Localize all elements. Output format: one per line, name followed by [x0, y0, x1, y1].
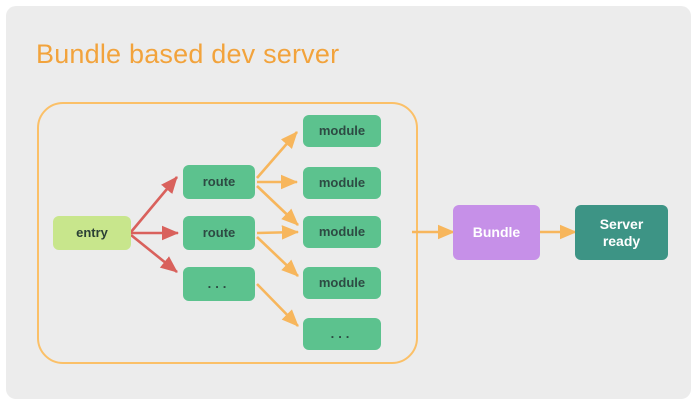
node-module-3[interactable]: module [303, 216, 381, 248]
node-route-1-label: route [202, 173, 236, 189]
node-module-3-label: module [318, 223, 366, 239]
node-route-1[interactable]: route [183, 165, 255, 199]
node-server-ready[interactable]: Server ready [575, 205, 668, 260]
node-module-4[interactable]: module [303, 267, 381, 299]
node-server-ready-label-line2: ready [602, 232, 641, 249]
node-entry[interactable]: entry [53, 216, 131, 250]
node-route-2[interactable]: route [183, 216, 255, 250]
node-entry-label: entry [76, 224, 108, 240]
node-module-1-label: module [318, 122, 366, 138]
node-server-ready-label-line1: Server [599, 216, 644, 233]
diagram-canvas: Bundle based dev server [6, 6, 691, 399]
node-module-1[interactable]: module [303, 115, 381, 147]
node-route-3-label: ... [207, 275, 231, 291]
node-route-2-label: route [202, 224, 236, 240]
node-module-2[interactable]: module [303, 167, 381, 199]
node-bundle-label: Bundle [472, 224, 521, 241]
page-title: Bundle based dev server [36, 39, 340, 69]
node-module-5-label: ... [330, 325, 354, 341]
node-bundle[interactable]: Bundle [453, 205, 540, 260]
node-module-2-label: module [318, 174, 366, 190]
node-module-5[interactable]: ... [303, 318, 381, 350]
node-module-4-label: module [318, 274, 366, 290]
node-route-3[interactable]: ... [183, 267, 255, 301]
